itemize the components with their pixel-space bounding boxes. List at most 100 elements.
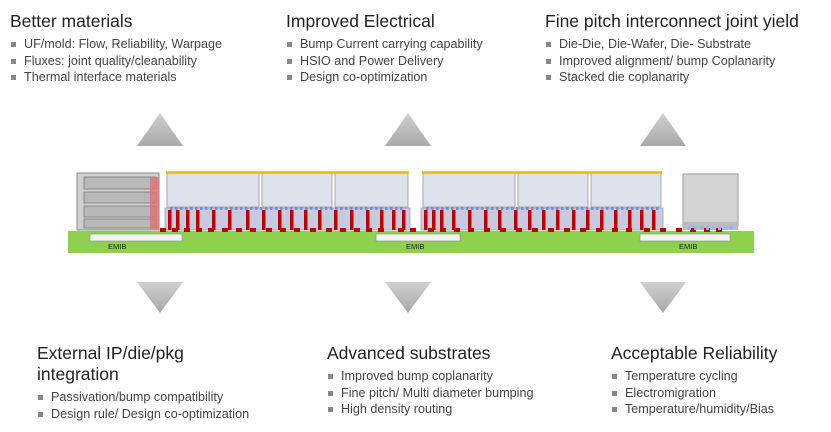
copper-pillar	[572, 210, 576, 230]
micro-bump	[546, 207, 549, 210]
substrate-bump	[280, 228, 286, 232]
external-integration-title: External IP/die/pkg integration	[37, 343, 184, 384]
micro-bump	[335, 207, 338, 210]
micro-bump	[531, 207, 534, 210]
micro-bump	[345, 207, 348, 210]
substrate-bump	[548, 228, 554, 232]
micro-bump	[205, 207, 208, 210]
up-arrow-center	[385, 113, 431, 146]
substrate-bump	[266, 228, 272, 232]
micro-bump	[240, 207, 243, 210]
micro-bump	[556, 207, 559, 210]
copper-pillar	[468, 210, 472, 230]
micro-bump	[275, 207, 278, 210]
micro-bump	[195, 207, 198, 210]
micro-bump	[270, 207, 273, 210]
substrate-bump	[378, 228, 384, 232]
micro-bump	[712, 226, 715, 230]
micro-bump	[370, 207, 373, 210]
micro-bump	[230, 207, 233, 210]
substrate-bump	[516, 228, 522, 232]
micro-bump	[290, 207, 293, 210]
better-materials-list: UF/mold: Flow, Reliability, Warpage Flux…	[10, 36, 222, 86]
micro-bump	[601, 207, 604, 210]
copper-pillar	[176, 210, 180, 230]
micro-bump	[506, 207, 509, 210]
copper-pillar	[186, 210, 190, 230]
emib-label: EMIB	[679, 242, 697, 251]
micro-bump	[355, 207, 358, 210]
substrate-bump	[310, 228, 316, 232]
copper-pillar	[542, 210, 546, 230]
substrate-bump	[644, 228, 650, 232]
fine-pitch-title: Fine pitch interconnect joint yield	[545, 11, 799, 31]
copper-pillar	[652, 210, 656, 230]
substrate-bump	[184, 228, 190, 232]
copper-pillar	[350, 210, 354, 230]
copper-pillar	[212, 210, 216, 230]
micro-bump	[581, 207, 584, 210]
micro-bump	[390, 207, 393, 210]
list-item: Temperature cycling	[611, 368, 777, 385]
copper-pillar	[402, 210, 406, 230]
substrate-bump	[484, 228, 490, 232]
list-item: Bump Current carrying capability	[286, 36, 483, 53]
micro-bump	[365, 207, 368, 210]
substrate-bump	[690, 228, 696, 232]
micro-bump	[295, 207, 298, 210]
substrate-bump	[160, 228, 166, 232]
micro-bump	[616, 207, 619, 210]
micro-bump	[486, 207, 489, 210]
micro-bump	[250, 207, 253, 210]
micro-bump	[730, 226, 733, 230]
micro-bump	[310, 207, 313, 210]
substrate-bump	[354, 228, 360, 232]
micro-bump	[225, 207, 228, 210]
copper-pillar	[318, 210, 322, 230]
list-item: Design co-optimization	[286, 69, 483, 86]
copper-pillar	[528, 210, 532, 230]
micro-bump	[375, 207, 378, 210]
micro-bump	[511, 207, 514, 210]
micro-bump	[385, 207, 388, 210]
micro-bump	[175, 207, 178, 210]
micro-bump	[561, 207, 564, 210]
micro-bump	[446, 207, 449, 210]
substrate-bump	[172, 228, 178, 232]
advanced-substrates-title: Advanced substrates	[327, 343, 491, 363]
acceptable-reliability-block: Acceptable Reliability Temperature cycli…	[611, 343, 777, 418]
micro-bump	[210, 207, 213, 210]
micro-bump	[536, 207, 539, 210]
micro-bump	[350, 207, 353, 210]
micro-bump	[431, 207, 434, 210]
micro-bump	[621, 207, 624, 210]
micro-bump	[215, 207, 218, 210]
copper-pillar	[168, 210, 172, 230]
copper-pillar	[262, 210, 266, 230]
copper-pillar	[196, 210, 200, 230]
micro-bump	[571, 207, 574, 210]
micro-bump	[400, 207, 403, 210]
substrate-bump	[580, 228, 586, 232]
substrate-bump	[564, 228, 570, 232]
down-arrow-left	[137, 282, 183, 313]
micro-bump	[285, 207, 288, 210]
copper-pillar	[392, 210, 396, 230]
micro-bump	[260, 207, 263, 210]
list-item: Design rule/ Design co-optimization	[37, 406, 267, 423]
micro-bump	[315, 207, 318, 210]
micro-bump	[626, 207, 629, 210]
micro-bump	[718, 226, 721, 230]
list-item: HSIO and Power Delivery	[286, 53, 483, 70]
micro-bump	[200, 207, 203, 210]
substrate-bump	[440, 228, 446, 232]
list-item: Stacked die coplanarity	[545, 69, 799, 86]
fine-pitch-block: Fine pitch interconnect joint yield Die-…	[545, 11, 799, 86]
emib-bridge-left	[89, 233, 183, 242]
substrate-bump	[208, 228, 214, 232]
copper-pillar	[246, 210, 250, 230]
emib-bridge-right	[639, 233, 731, 242]
micro-bump	[305, 207, 308, 210]
copper-pillar	[304, 210, 308, 230]
